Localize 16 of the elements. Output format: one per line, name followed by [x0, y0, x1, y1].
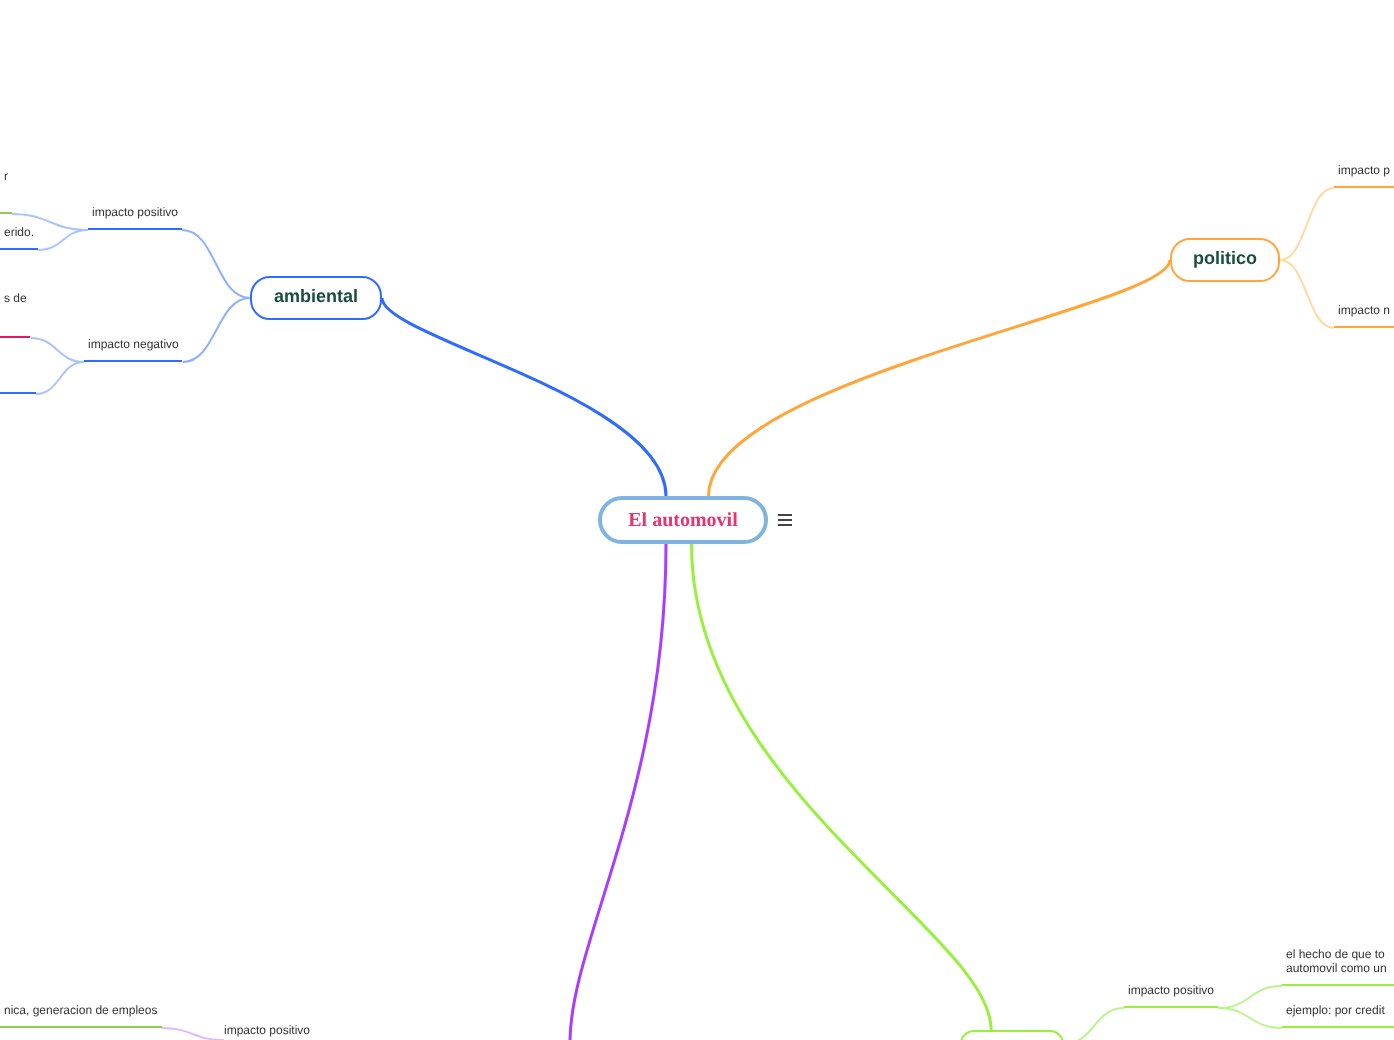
connector-line	[181, 297, 251, 363]
connector-line	[1279, 187, 1335, 261]
central-topic-box: El automovil	[598, 496, 768, 544]
connector-line	[160, 1027, 225, 1040]
connector-line	[29, 337, 85, 363]
connector-line	[707, 259, 1172, 497]
connector-line	[1217, 1007, 1283, 1029]
connector-line	[690, 543, 993, 1031]
connector-line	[181, 229, 251, 299]
connector-line	[568, 543, 668, 1040]
connector-line	[37, 229, 89, 251]
main-topic-box: ambiental	[250, 276, 382, 320]
connector-line	[1279, 259, 1335, 329]
connector-line	[380, 297, 668, 497]
connector-line	[35, 361, 85, 395]
main-topic-box: politico	[1170, 238, 1280, 282]
